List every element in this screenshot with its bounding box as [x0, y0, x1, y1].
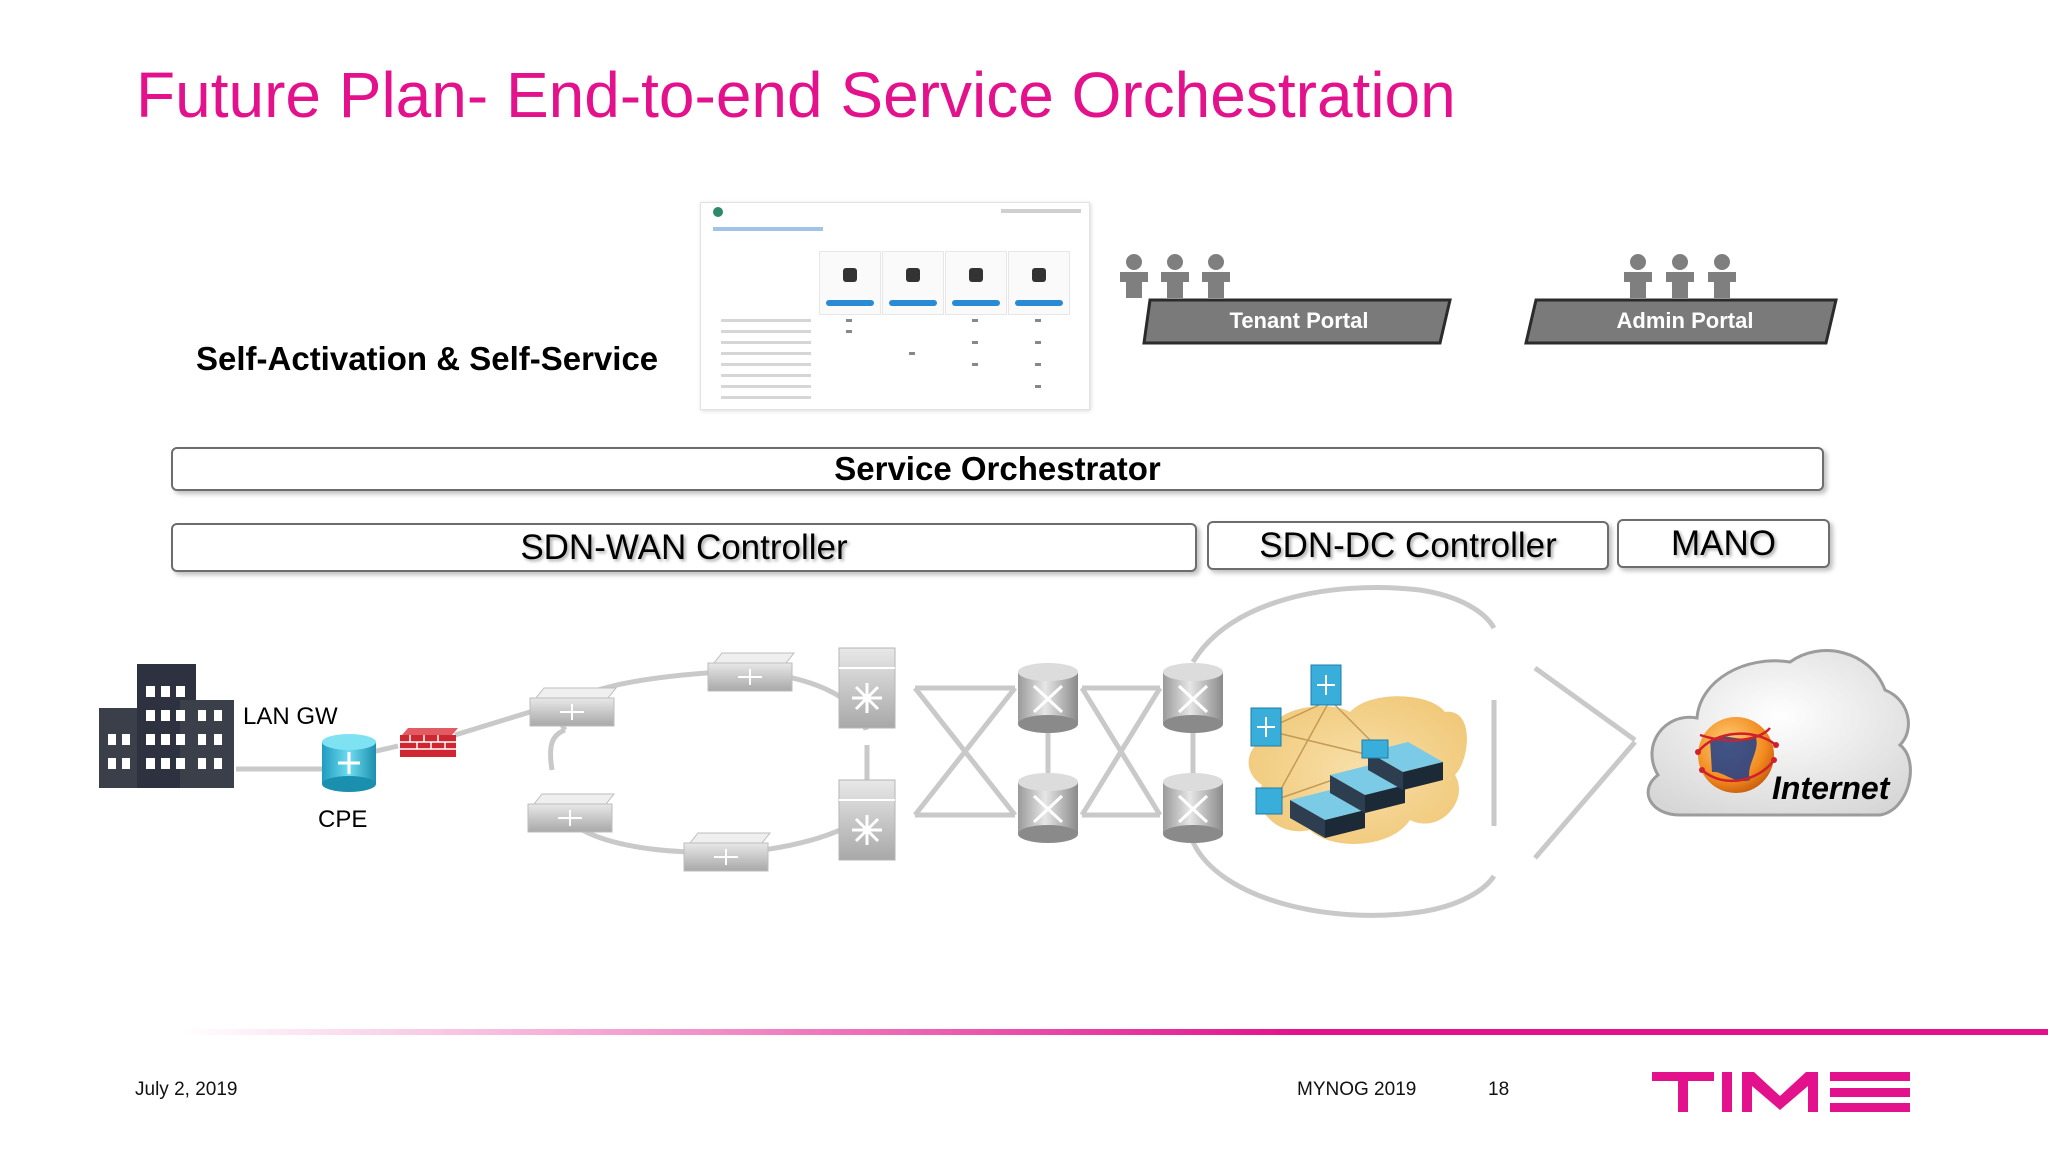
lan-gw-label: LAN GW	[243, 703, 338, 730]
multilayer-switch-icon	[838, 647, 896, 729]
building-icon	[99, 664, 234, 788]
mano-bar: MANO	[1617, 519, 1830, 568]
users-group-icon	[1624, 254, 1736, 298]
multilayer-switch-icon	[838, 779, 896, 861]
sdn-wan-controller-bar: SDN-WAN Controller	[171, 523, 1197, 572]
switch-icon	[683, 832, 772, 872]
select-button[interactable]	[826, 300, 874, 306]
firewall-icon	[400, 728, 458, 757]
page-number: 18	[1488, 1079, 1510, 1100]
admin-portal-label[interactable]: Admin Portal	[1616, 308, 1754, 333]
router-icon	[1163, 773, 1223, 843]
internet-label: Internet	[1772, 770, 1890, 806]
admin-portal-banner[interactable]	[1524, 298, 1838, 345]
lock-icon	[906, 268, 920, 282]
cpe-label: CPE	[318, 806, 368, 833]
globe-icon	[1695, 717, 1779, 793]
crown-icon	[1032, 268, 1046, 282]
footer-divider	[180, 1029, 2048, 1035]
router-icon	[1018, 773, 1078, 843]
select-button[interactable]	[952, 300, 1000, 306]
select-button[interactable]	[1015, 300, 1063, 306]
service-orchestrator-bar: Service Orchestrator	[171, 447, 1824, 491]
footer-event: MYNOG 2019	[1297, 1079, 1417, 1100]
bundle-column	[1008, 251, 1070, 315]
shield-icon	[969, 268, 983, 282]
tenant-portal-banner[interactable]	[1142, 298, 1452, 345]
app-logo-icon	[713, 207, 723, 217]
datacenter-cloud-icon	[1248, 664, 1467, 844]
footer-date: July 2, 2019	[135, 1079, 238, 1100]
select-button[interactable]	[889, 300, 937, 306]
sdn-dc-controller-bar: SDN-DC Controller	[1207, 521, 1609, 570]
users-group-icon	[1120, 254, 1230, 298]
switch-icon	[529, 687, 618, 727]
subtitle: Self-Activation & Self-Service	[196, 340, 659, 377]
switch-icon	[707, 652, 796, 692]
wifi-icon	[843, 268, 857, 282]
bundle-column	[945, 251, 1007, 315]
router-icon	[1163, 663, 1223, 733]
router-icon	[1018, 663, 1078, 733]
service-bundle-screenshot	[700, 202, 1090, 410]
cpe-router-icon	[322, 734, 376, 792]
time-logo	[1652, 1072, 1910, 1112]
switch-icon	[527, 793, 616, 833]
bundle-column	[882, 251, 944, 315]
bundle-column	[819, 251, 881, 315]
tenant-portal-label[interactable]: Tenant Portal	[1229, 308, 1369, 333]
page-title: Future Plan- End-to-end Service Orchestr…	[136, 59, 1456, 131]
